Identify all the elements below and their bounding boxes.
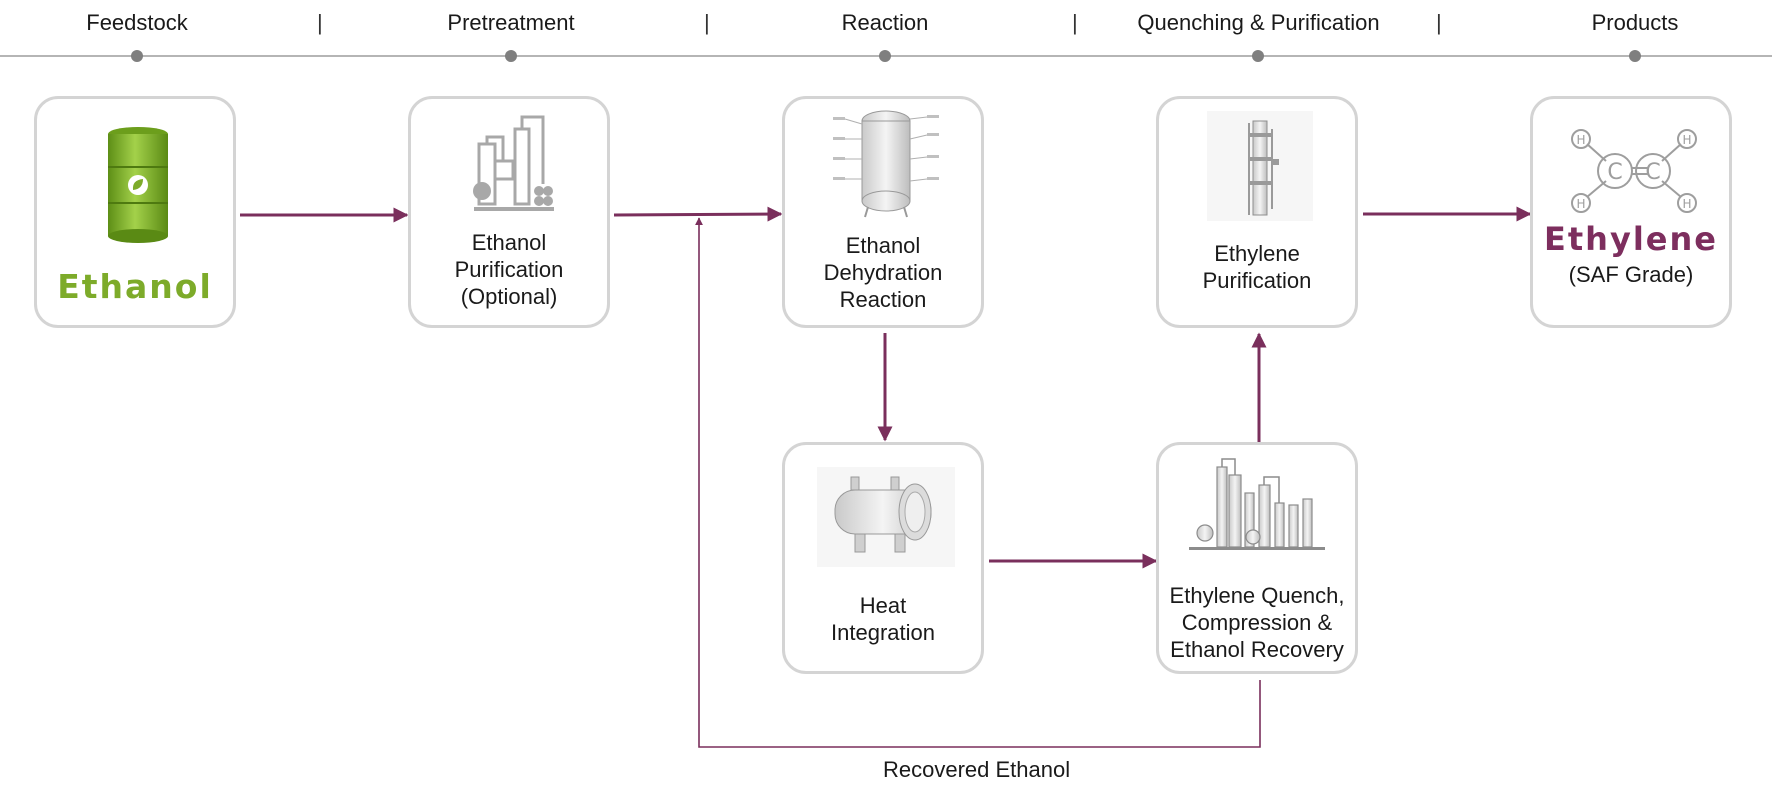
ethanol-barrel-icon [108,127,168,243]
ethylene-brand-text: Ethylene [1544,220,1718,258]
label-line: Purification [454,257,564,282]
stage-separator: | [317,10,323,35]
ethylene-product-box: C C H H H H Ethylene (SAF Grade) [1530,96,1732,328]
quench-compression-box: Ethylene Quench, Compression & Ethanol R… [1156,442,1358,674]
label-line: Compression & [1181,610,1333,635]
stage-quenching: Quenching & Purification [1137,10,1380,35]
stage-feedstock: Feedstock [86,10,188,35]
timeline-dot [1252,50,1264,62]
column-tower-icon [1207,111,1313,221]
label-line: Ethylene [1214,241,1300,266]
saf-grade-label: (SAF Grade) [1568,262,1694,287]
label-line: Integration [831,620,935,645]
ethylene-molecule-icon: C C H H H H [1571,129,1697,213]
recovered-ethanol-label: Recovered Ethanol [883,757,1071,782]
stage-products: Products [1591,10,1679,35]
ethylene-purification-label: Ethylene Purification [1159,240,1355,294]
label-line: (Optional) [460,284,558,309]
stage-separator: | [704,10,710,35]
dehydration-label: Ethanol Dehydration Reaction [785,232,981,313]
flow-arrow [613,206,783,222]
heat-integration-label: Heat Integration [785,592,981,646]
label-line: Ethylene Quench, [1169,583,1345,608]
ethanol-brand-text: Ethanol [57,267,213,306]
timeline-dot [505,50,517,62]
label-line: Ethanol [471,230,547,255]
timeline-dot [131,50,143,62]
atom-hydrogen: H [1682,133,1691,147]
atom-carbon: C [1645,160,1660,185]
heat-integration-box: Heat Integration [782,442,984,674]
label-line: Dehydration [823,260,943,285]
quench-compression-label: Ethylene Quench, Compression & Ethanol R… [1159,582,1355,663]
timeline-dot [879,50,891,62]
ethylene-purification-box: Ethylene Purification [1156,96,1358,328]
heat-exchanger-icon [817,467,955,567]
reactor-vessel-icon [833,110,939,218]
timeline-dot [1629,50,1641,62]
label-line: Heat [859,593,907,618]
refinery-icon [1189,458,1325,550]
stage-reaction: Reaction [841,10,929,35]
feedstock-box: Ethanol [34,96,236,328]
ethanol-purification-box: Ethanol Purification (Optional) [408,96,610,328]
dehydration-reaction-box: Ethanol Dehydration Reaction [782,96,984,328]
label-line: Ethanol [845,233,921,258]
atom-hydrogen: H [1576,197,1585,211]
stage-separator: | [1436,10,1442,35]
ethanol-purification-label: Ethanol Purification (Optional) [411,229,607,310]
atom-carbon: C [1607,160,1622,185]
recycle-line [695,217,1261,748]
stage-separator: | [1072,10,1078,35]
label-line: Ethanol Recovery [1170,637,1344,662]
stage-pretreatment: Pretreatment [447,10,575,35]
distillation-plant-icon [473,115,554,211]
label-line: Reaction [839,287,927,312]
atom-hydrogen: H [1682,197,1691,211]
label-line: Purification [1202,268,1312,293]
atom-hydrogen: H [1576,133,1585,147]
